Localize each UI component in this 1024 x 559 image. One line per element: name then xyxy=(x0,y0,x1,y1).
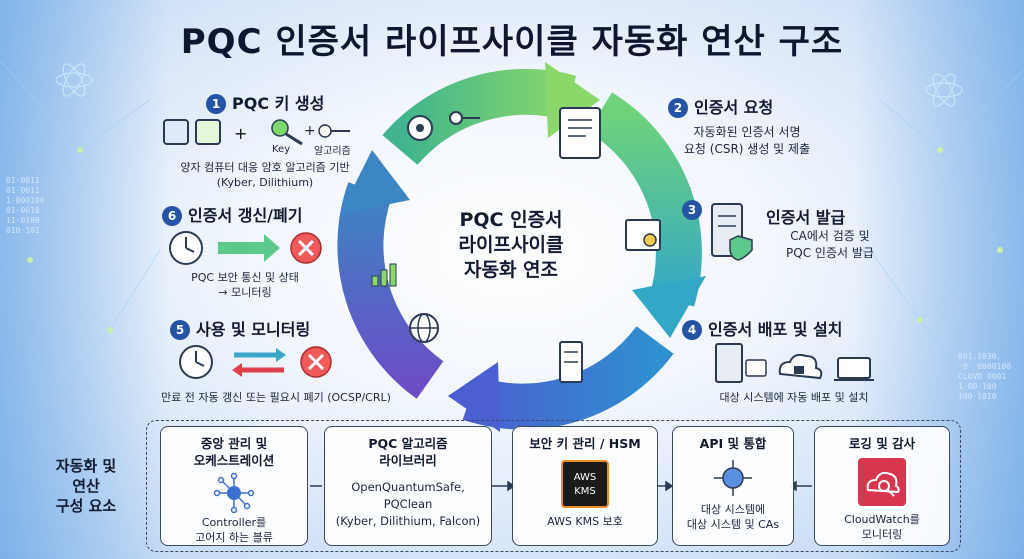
clock-icon xyxy=(169,231,203,265)
globe-icon xyxy=(409,313,439,343)
revoke-icon xyxy=(300,346,332,378)
bar-chart-icon xyxy=(371,263,397,287)
step-6-desc: PQC 보안 통신 및 상태→ 모니터링 xyxy=(191,271,299,299)
step-3-label: 인증서 발급 xyxy=(766,208,846,227)
key-label: Key xyxy=(272,144,291,155)
gear-icon xyxy=(407,115,433,141)
key-icon xyxy=(449,111,480,125)
deployment-devices-icon xyxy=(715,343,874,383)
center-label: PQC 인증서 라이프사이클 자동화 연조 xyxy=(458,209,564,281)
document-icon xyxy=(559,107,601,159)
arrow-right-icon xyxy=(218,234,280,262)
components-frame xyxy=(146,420,961,552)
renewal-icons xyxy=(169,231,322,265)
server-shield-icon xyxy=(711,203,753,261)
cloudwatch-icon xyxy=(858,458,906,506)
arrow-head-top xyxy=(545,62,600,138)
monitoring-icons xyxy=(179,345,332,379)
step-3-title: 3 xyxy=(682,200,708,220)
hub-network-icon xyxy=(213,473,255,513)
step-number-badge: 6 xyxy=(162,206,182,226)
atom-icon xyxy=(55,63,963,107)
arrow-head-left xyxy=(340,150,410,214)
key-gray-icon xyxy=(318,124,350,138)
step-number-badge: 3 xyxy=(682,200,702,220)
revoke-icon xyxy=(290,232,322,264)
clock-icon xyxy=(179,345,213,379)
step-number-badge: 4 xyxy=(682,320,702,340)
algorithm-label: 알고리즘 xyxy=(314,146,351,157)
swap-arrows-icon xyxy=(232,348,286,377)
key-green-icon xyxy=(271,119,303,146)
step-4-desc: 대상 시스템에 자동 배포 및 설치 xyxy=(719,391,869,404)
chip-icon: + xyxy=(163,119,247,145)
step-1-desc: 양자 컴퓨터 대응 암호 알고리즘 기반(Kyber, Dilithium) xyxy=(180,161,350,189)
server-icon xyxy=(559,341,583,383)
arrow-head-right xyxy=(632,276,706,338)
step-5-desc: 만료 전 자동 갱신 또는 필요시 폐기 (OCSP/CRL) xyxy=(161,391,391,404)
api-hub-icon xyxy=(714,460,752,496)
svg-text:+: + xyxy=(234,124,247,143)
arrow-head-bottom xyxy=(448,362,500,432)
plus-sign: + xyxy=(304,123,316,139)
step-number-badge: 2 xyxy=(668,98,688,118)
certificate-icon xyxy=(625,219,661,251)
components-side-label: 자동화 및 연산 구성 요소 xyxy=(55,457,117,515)
step-number-badge: 1 xyxy=(206,94,226,114)
step-number-badge: 5 xyxy=(170,320,190,340)
page-title: PQC 인증서 라이프사이클 자동화 연산 구조 xyxy=(180,22,844,62)
